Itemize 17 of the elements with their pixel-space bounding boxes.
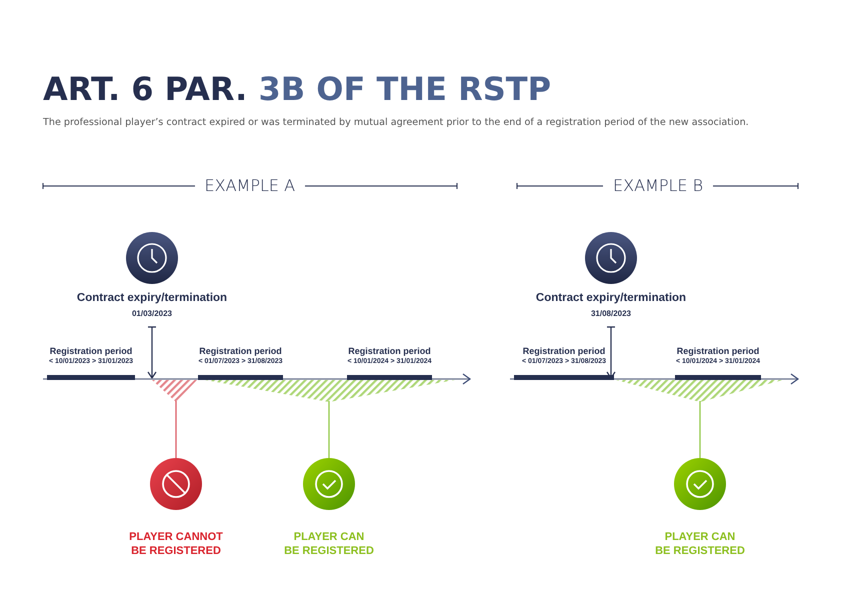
event-label: Contract expiry/termination — [534, 292, 688, 304]
period-label: Registration period — [48, 346, 134, 356]
event-label: Contract expiry/termination — [76, 292, 228, 304]
status-text: PLAYER CANNOT BE REGISTERED — [128, 530, 224, 558]
leader-line — [175, 401, 177, 458]
status-text: PLAYER CAN BE REGISTERED — [654, 530, 746, 558]
period-label: Registration period — [198, 346, 283, 356]
arrow — [147, 326, 157, 379]
date-label: 31/08/2023 — [590, 309, 632, 318]
period-label: Registration period — [347, 346, 432, 356]
period-label: Registration period — [676, 346, 760, 356]
date-label: 01/03/2023 — [130, 309, 174, 318]
leader-line — [699, 401, 701, 458]
leader-line — [328, 401, 330, 458]
subtitle: The professional player’s contract expired or was terminated by mutual agreement prior to the end of a registration period of the new association. — [43, 117, 749, 128]
period-label: Registration period — [522, 346, 606, 356]
status-text: PLAYER CAN BE REGISTERED — [283, 530, 375, 558]
